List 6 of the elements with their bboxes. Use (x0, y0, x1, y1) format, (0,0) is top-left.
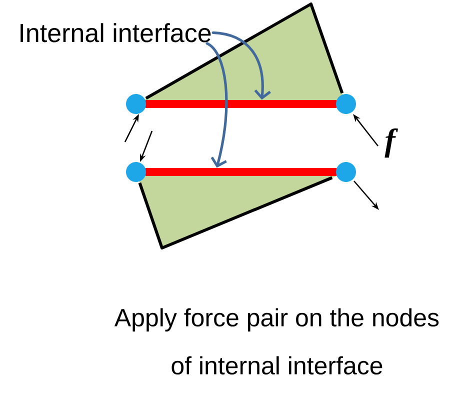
leader-arrow (206, 42, 228, 168)
caption: Apply force pair on the nodes of internal interface (114, 308, 439, 375)
mesh-element (138, 176, 337, 250)
callout-label: Internal interface (20, 23, 211, 42)
leader-arrow (212, 31, 271, 100)
force-symbol: f (384, 128, 398, 158)
